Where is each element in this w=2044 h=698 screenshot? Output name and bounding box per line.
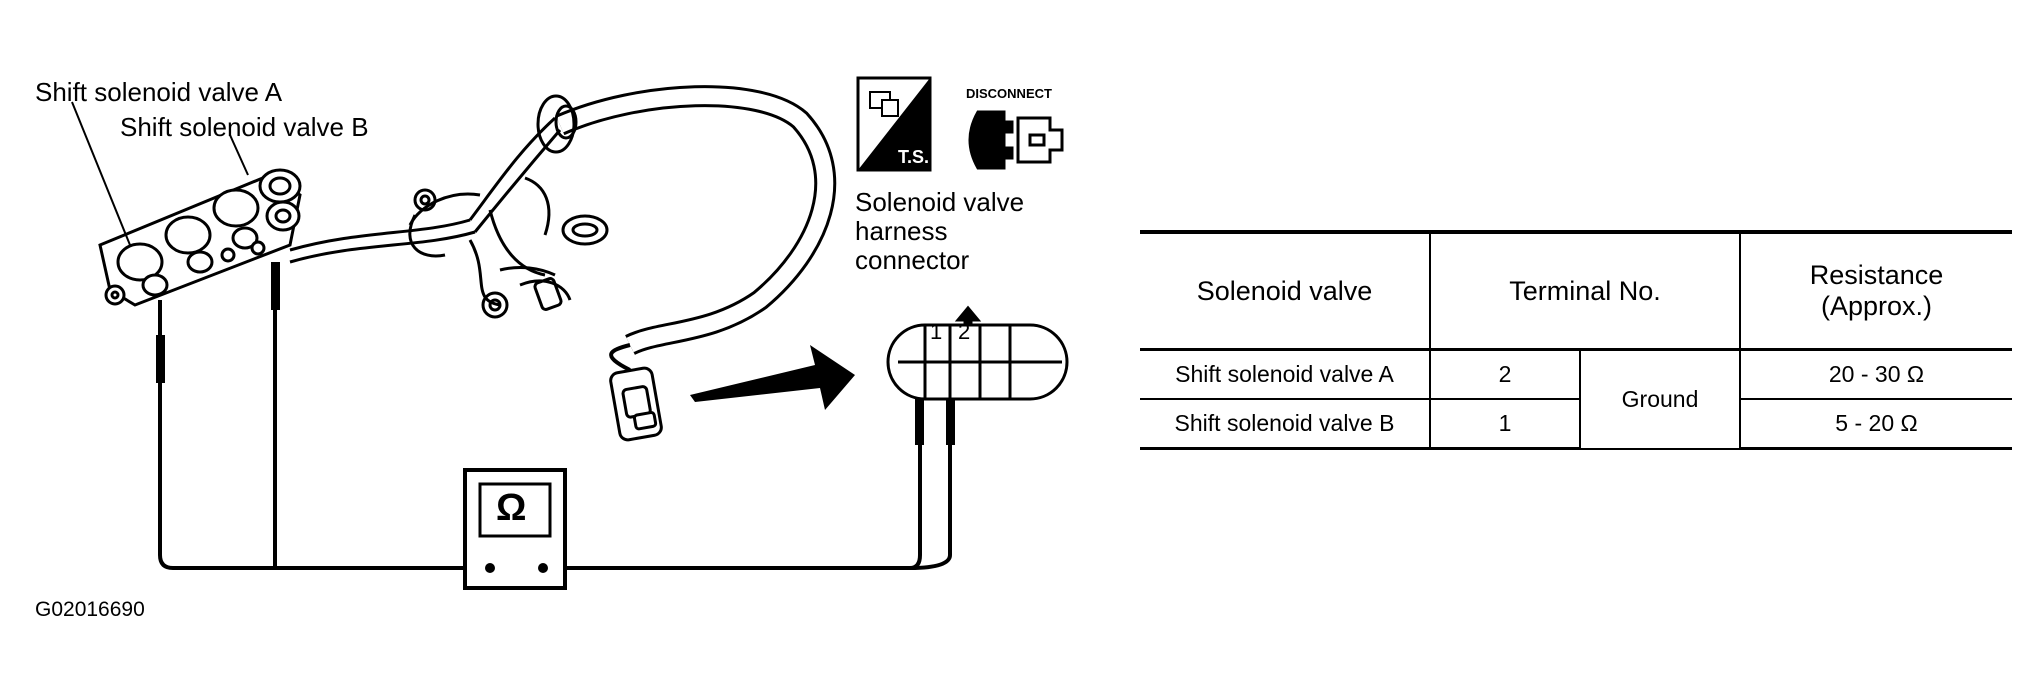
table-row: Shift solenoid valve B 1 5 - 20 Ω <box>1140 399 2012 450</box>
pin-1-label: 1 <box>930 319 943 344</box>
harness-cable <box>555 85 837 372</box>
label-connector-line2: harness <box>855 216 948 246</box>
harness-loom <box>289 94 609 319</box>
ts-label: T.S. <box>898 147 930 167</box>
header-terminal: Terminal No. <box>1429 230 1740 351</box>
header-solenoid: Solenoid valve <box>1140 230 1430 351</box>
label-connector-line1: Solenoid valve <box>855 187 1025 217</box>
solenoid-assembly <box>98 168 302 307</box>
direction-arrow <box>690 345 855 410</box>
header-resistance: Resistance (Approx.) <box>1739 230 2012 351</box>
resistance-table: Solenoid valve Terminal No. Resistance (… <box>1140 230 2012 450</box>
table-header-row: Solenoid valve Terminal No. Resistance (… <box>1140 230 2012 351</box>
table-row: Shift solenoid valve A 2 Ground 20 - 30 … <box>1140 349 2012 450</box>
ohm-symbol: Ω <box>496 487 527 529</box>
cell-terminal: 2 <box>1429 349 1580 400</box>
figure-id: G02016690 <box>35 598 145 621</box>
cell-valve: Shift solenoid valve B <box>1140 399 1430 450</box>
wiring-diagram <box>71 76 1069 590</box>
label-connector-line3: connector <box>855 245 970 275</box>
cell-terminal: 1 <box>1429 399 1580 450</box>
cell-ground: Ground <box>1579 349 1740 450</box>
pin-2-label: 2 <box>958 319 971 344</box>
disconnect-icon <box>968 110 1064 170</box>
leader-lines <box>71 101 249 246</box>
connector-face <box>886 305 1069 401</box>
disconnect-label: DISCONNECT <box>966 86 1052 101</box>
probe-leads <box>156 262 955 570</box>
cell-resistance: 20 - 30 Ω <box>1739 349 2012 400</box>
header-resistance-line1: Resistance <box>1809 260 1944 290</box>
cell-valve: Shift solenoid valve A <box>1140 349 1430 400</box>
label-shift-solenoid-b: Shift solenoid valve B <box>120 112 369 142</box>
label-shift-solenoid-a: Shift solenoid valve A <box>35 77 283 107</box>
cell-resistance: 5 - 20 Ω <box>1739 399 2012 450</box>
ts-icon <box>856 76 932 172</box>
ohmmeter <box>463 468 567 590</box>
label-connector: Solenoid valve harness connector <box>855 188 1024 275</box>
header-resistance-line2: (Approx.) <box>1820 291 1933 321</box>
harness-connector-plug <box>609 366 663 442</box>
